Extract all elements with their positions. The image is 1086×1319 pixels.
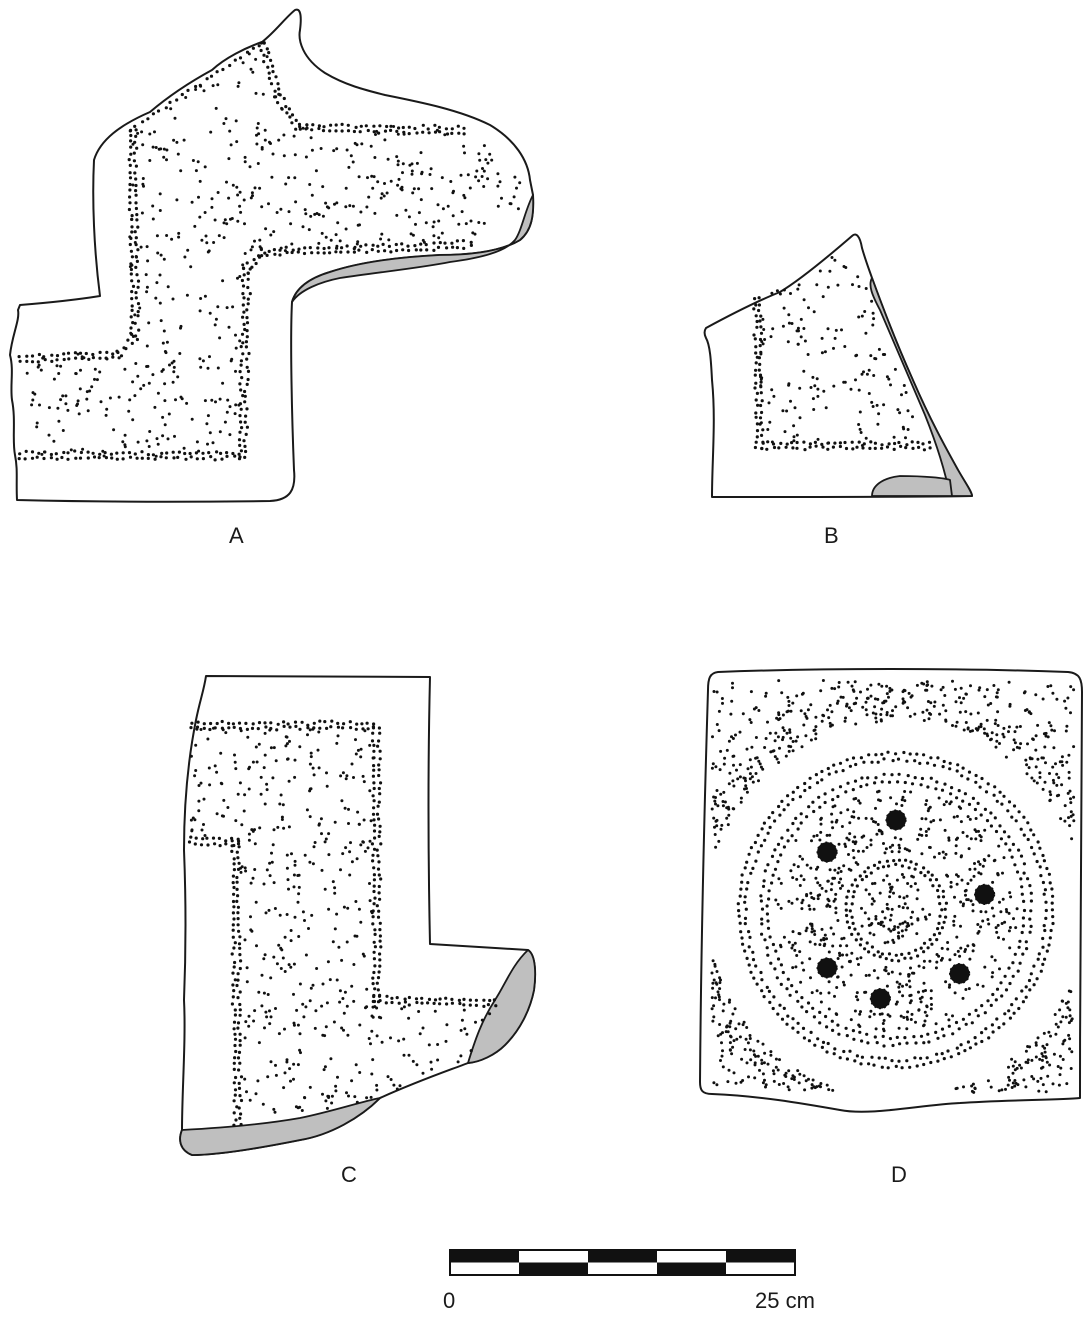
fragment-b-label: B	[824, 523, 839, 548]
scale-bar-segment-bottom	[519, 1262, 588, 1275]
scale-bar-segment-bottom	[450, 1262, 519, 1275]
fragment-c-eroded-right	[467, 949, 536, 1064]
fragment-c	[179, 675, 537, 1156]
scale-bar-segment-top	[726, 1250, 795, 1263]
scale-bar	[449, 1249, 796, 1276]
fragment-d-label: D	[891, 1162, 907, 1187]
scale-bar-segment-top	[588, 1250, 657, 1263]
scale-bar-end-label: 25 cm	[755, 1288, 815, 1313]
scale-bar-start-label: 0	[443, 1288, 456, 1313]
fragment-a-stipple	[17, 41, 522, 462]
scale-bar-segment-top	[450, 1250, 519, 1263]
fragment-d	[699, 668, 1083, 1113]
fragment-c-label: C	[341, 1162, 357, 1187]
fragment-c-stipple	[187, 719, 498, 1127]
scale-bar-segment-bottom	[726, 1262, 795, 1275]
scale-bar-segment-top	[657, 1250, 726, 1263]
fragment-a-eroded-edge	[291, 194, 535, 303]
scale-bar-segment-top	[519, 1250, 588, 1263]
fragment-b	[703, 233, 973, 498]
fragment-b-stipple	[752, 256, 932, 452]
scale-bar-segment-bottom	[657, 1262, 726, 1275]
scale-bar-outline	[449, 1249, 796, 1276]
fragment-c-eroded-bottom	[179, 1097, 381, 1156]
fragment-b-eroded-edge	[869, 277, 973, 497]
fragment-a	[9, 8, 535, 503]
fragment-b-eroded-corner	[871, 475, 953, 497]
fragment-a-label: A	[229, 523, 244, 548]
scale-bar-segment-bottom	[588, 1262, 657, 1275]
fragment-d-stipple	[710, 679, 1076, 1094]
fragment-b-outline	[703, 233, 973, 498]
